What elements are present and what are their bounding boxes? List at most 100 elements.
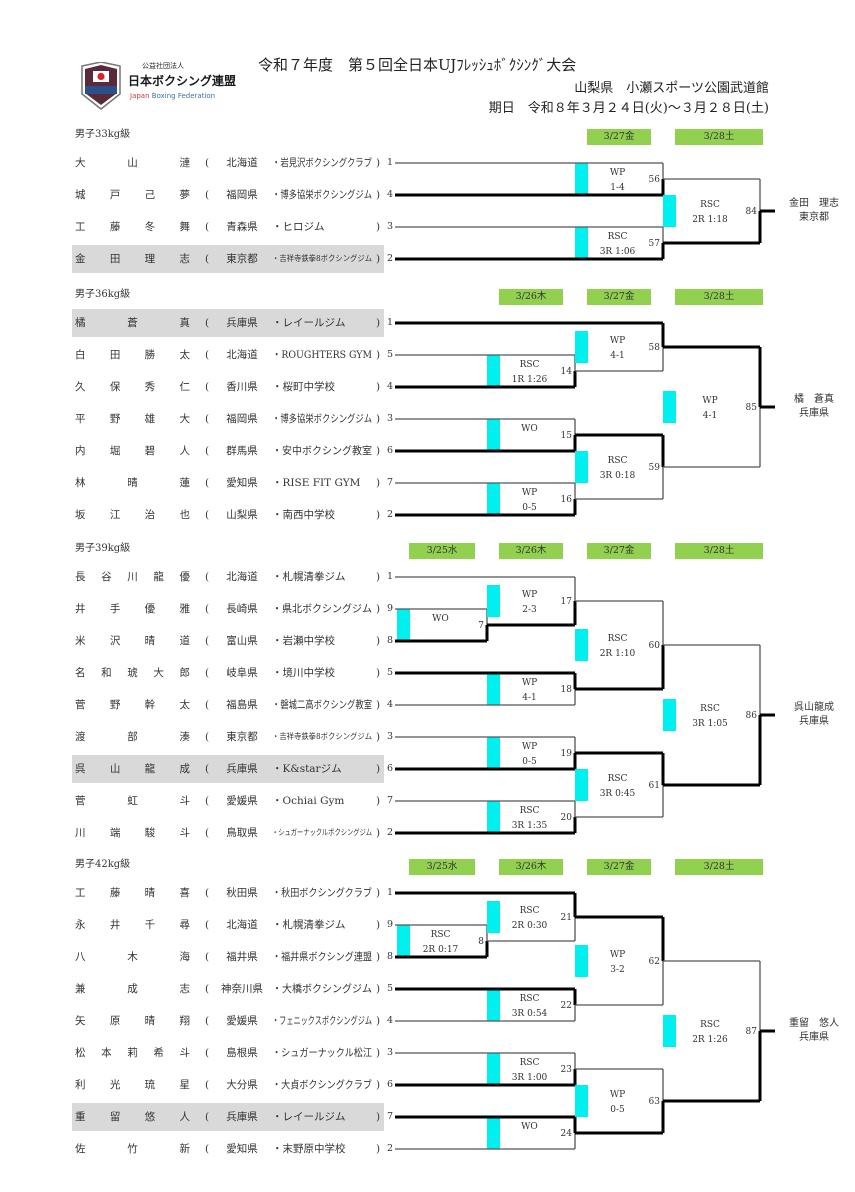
match-result-method: RSC bbox=[520, 1058, 540, 1068]
entrant-name: 川 端 駿 斗 bbox=[75, 827, 190, 839]
match-number: 21 bbox=[561, 913, 572, 923]
entrant-name: 菅 野 幹 太 bbox=[75, 699, 190, 711]
champion-name: 橘 蒼真 bbox=[794, 394, 834, 405]
result-marker bbox=[575, 1085, 588, 1117]
match-result-method: RSC bbox=[700, 200, 720, 210]
weight-class-title: 男子39kg級 bbox=[75, 543, 131, 554]
entrant-club: ・末野原中学校 bbox=[272, 1143, 346, 1155]
match-result-detail: 3R 1:35 bbox=[512, 821, 548, 831]
page-title: 令和７年度 第５回全日本UJﾌﾚｯｼｭﾎﾞｸｼﾝｸﾞ大会 bbox=[258, 56, 577, 74]
paren-open: ( bbox=[205, 951, 210, 963]
draw-number: 4 bbox=[387, 1015, 394, 1026]
match-number: 22 bbox=[561, 1001, 572, 1011]
match-result-detail: 2R 0:17 bbox=[423, 945, 459, 955]
draw-number: 8 bbox=[387, 951, 394, 962]
match-result-detail: 2R 1:10 bbox=[600, 649, 636, 659]
draw-number: 6 bbox=[387, 1079, 394, 1090]
paren-open: ( bbox=[205, 731, 210, 743]
paren-close: ) bbox=[376, 317, 381, 329]
match-number: 85 bbox=[746, 403, 758, 413]
draw-number: 7 bbox=[387, 795, 394, 806]
entrant-prefecture: 富山県 bbox=[226, 635, 258, 647]
entrant-row: 井 手 優 雅(長崎県・県北ボクシングジム) bbox=[72, 595, 384, 623]
result-marker bbox=[575, 331, 588, 363]
entrant-club: ・札幌清拳ジム bbox=[272, 919, 346, 931]
draw-number: 7 bbox=[387, 1111, 394, 1122]
entrant-name: 井 手 優 雅 bbox=[75, 603, 190, 615]
draw-number: 3 bbox=[387, 221, 394, 232]
match-result-method: WP bbox=[702, 396, 717, 406]
entrant-name: 松 本 莉 希 斗 bbox=[75, 1047, 190, 1059]
result-marker bbox=[663, 699, 676, 731]
entrant-name: 渡 部 湊 bbox=[75, 731, 190, 743]
paren-close: ) bbox=[376, 635, 381, 647]
entrant-row: 八 木 海(福井県・福井県ボクシング連盟) bbox=[72, 943, 384, 971]
draw-number: 2 bbox=[387, 827, 394, 838]
match-number: 17 bbox=[561, 597, 573, 607]
result-marker bbox=[487, 989, 500, 1021]
draw-number: 3 bbox=[387, 1047, 394, 1058]
entrant-row: 米 沢 晴 道(富山県・岩瀬中学校) bbox=[72, 627, 384, 655]
entrant-club: ・南西中学校 bbox=[272, 509, 335, 521]
entrant-prefecture: 北海道 bbox=[226, 571, 258, 583]
match-number: 60 bbox=[649, 641, 661, 651]
paren-close: ) bbox=[376, 827, 381, 839]
entrant-name: 米 沢 晴 道 bbox=[75, 635, 190, 647]
paren-open: ( bbox=[205, 571, 210, 583]
round-date-label: 3/28土 bbox=[675, 129, 763, 145]
paren-close: ) bbox=[376, 221, 381, 233]
draw-number: 5 bbox=[387, 983, 394, 994]
draw-number: 5 bbox=[387, 667, 394, 678]
match-number: 7 bbox=[478, 621, 484, 631]
match-number: 23 bbox=[561, 1065, 573, 1075]
match-result-method: RSC bbox=[608, 634, 628, 644]
result-marker bbox=[575, 163, 588, 195]
jabf-shield-icon bbox=[81, 62, 121, 110]
result-marker bbox=[397, 609, 410, 641]
paren-open: ( bbox=[205, 983, 210, 995]
match-result-method: RSC bbox=[431, 930, 451, 940]
org-name-en-2: Boxing Federation bbox=[151, 92, 216, 100]
entrant-row: 兼 成 志(神奈川県・大橋ボクシングジム) bbox=[72, 975, 384, 1003]
paren-open: ( bbox=[205, 477, 210, 489]
champion-prefecture: 兵庫県 bbox=[799, 716, 829, 727]
entrant-row: 菅 野 幹 太(福島県・磐城二高ボクシング教室) bbox=[72, 691, 384, 719]
match-number: 86 bbox=[746, 711, 758, 721]
entrant-name: 永 井 千 尋 bbox=[75, 919, 190, 931]
match-result-method: WP bbox=[610, 336, 625, 346]
draw-number: 3 bbox=[387, 413, 394, 424]
org-name-en-1: Japan bbox=[130, 92, 150, 100]
entrant-row: 大 山 漣(北海道・岩見沢ボクシングクラブ) bbox=[72, 149, 384, 177]
entrant-name: 佐 竹 新 bbox=[75, 1143, 190, 1155]
entrant-row: 菅 虹 斗(愛媛県・Ochiai Gym) bbox=[72, 787, 384, 815]
result-marker bbox=[487, 419, 500, 451]
match-result-detail: 3R 1:00 bbox=[512, 1073, 548, 1083]
round-date-label: 3/25水 bbox=[409, 543, 475, 559]
entrant-club: ・安中ボクシング教室 bbox=[272, 445, 372, 457]
paren-open: ( bbox=[205, 795, 210, 807]
entrant-row: 林 晴 蓮(愛知県・RISE FIT GYM) bbox=[72, 469, 384, 497]
entrant-club: ・ヒロジム bbox=[272, 221, 325, 233]
paren-open: ( bbox=[205, 763, 210, 775]
draw-number: 1 bbox=[387, 157, 394, 168]
match-result-method: WP bbox=[522, 742, 537, 752]
paren-close: ) bbox=[376, 603, 381, 615]
match-number: 24 bbox=[561, 1129, 573, 1139]
draw-number: 7 bbox=[387, 477, 394, 488]
round-date-label: 3/26木 bbox=[499, 289, 563, 305]
entrant-row: 利 光 琉 星(大分県・大貞ボクシングクラブ) bbox=[72, 1071, 384, 1099]
match-result-method: WP bbox=[522, 590, 537, 600]
entrant-club: ・岩瀬中学校 bbox=[272, 635, 335, 647]
result-marker bbox=[487, 483, 500, 515]
entrant-club: ・磐城二高ボクシング教室 bbox=[272, 699, 373, 711]
paren-close: ) bbox=[376, 1015, 381, 1027]
entrant-row: 金 田 理 志(東京都・吉祥寺鉄拳8ボクシングジム) bbox=[72, 245, 384, 273]
match-result-detail: 3-2 bbox=[610, 965, 625, 975]
match-result-detail: 2R 0:30 bbox=[512, 921, 548, 931]
entrant-prefecture: 岐阜県 bbox=[226, 667, 258, 679]
